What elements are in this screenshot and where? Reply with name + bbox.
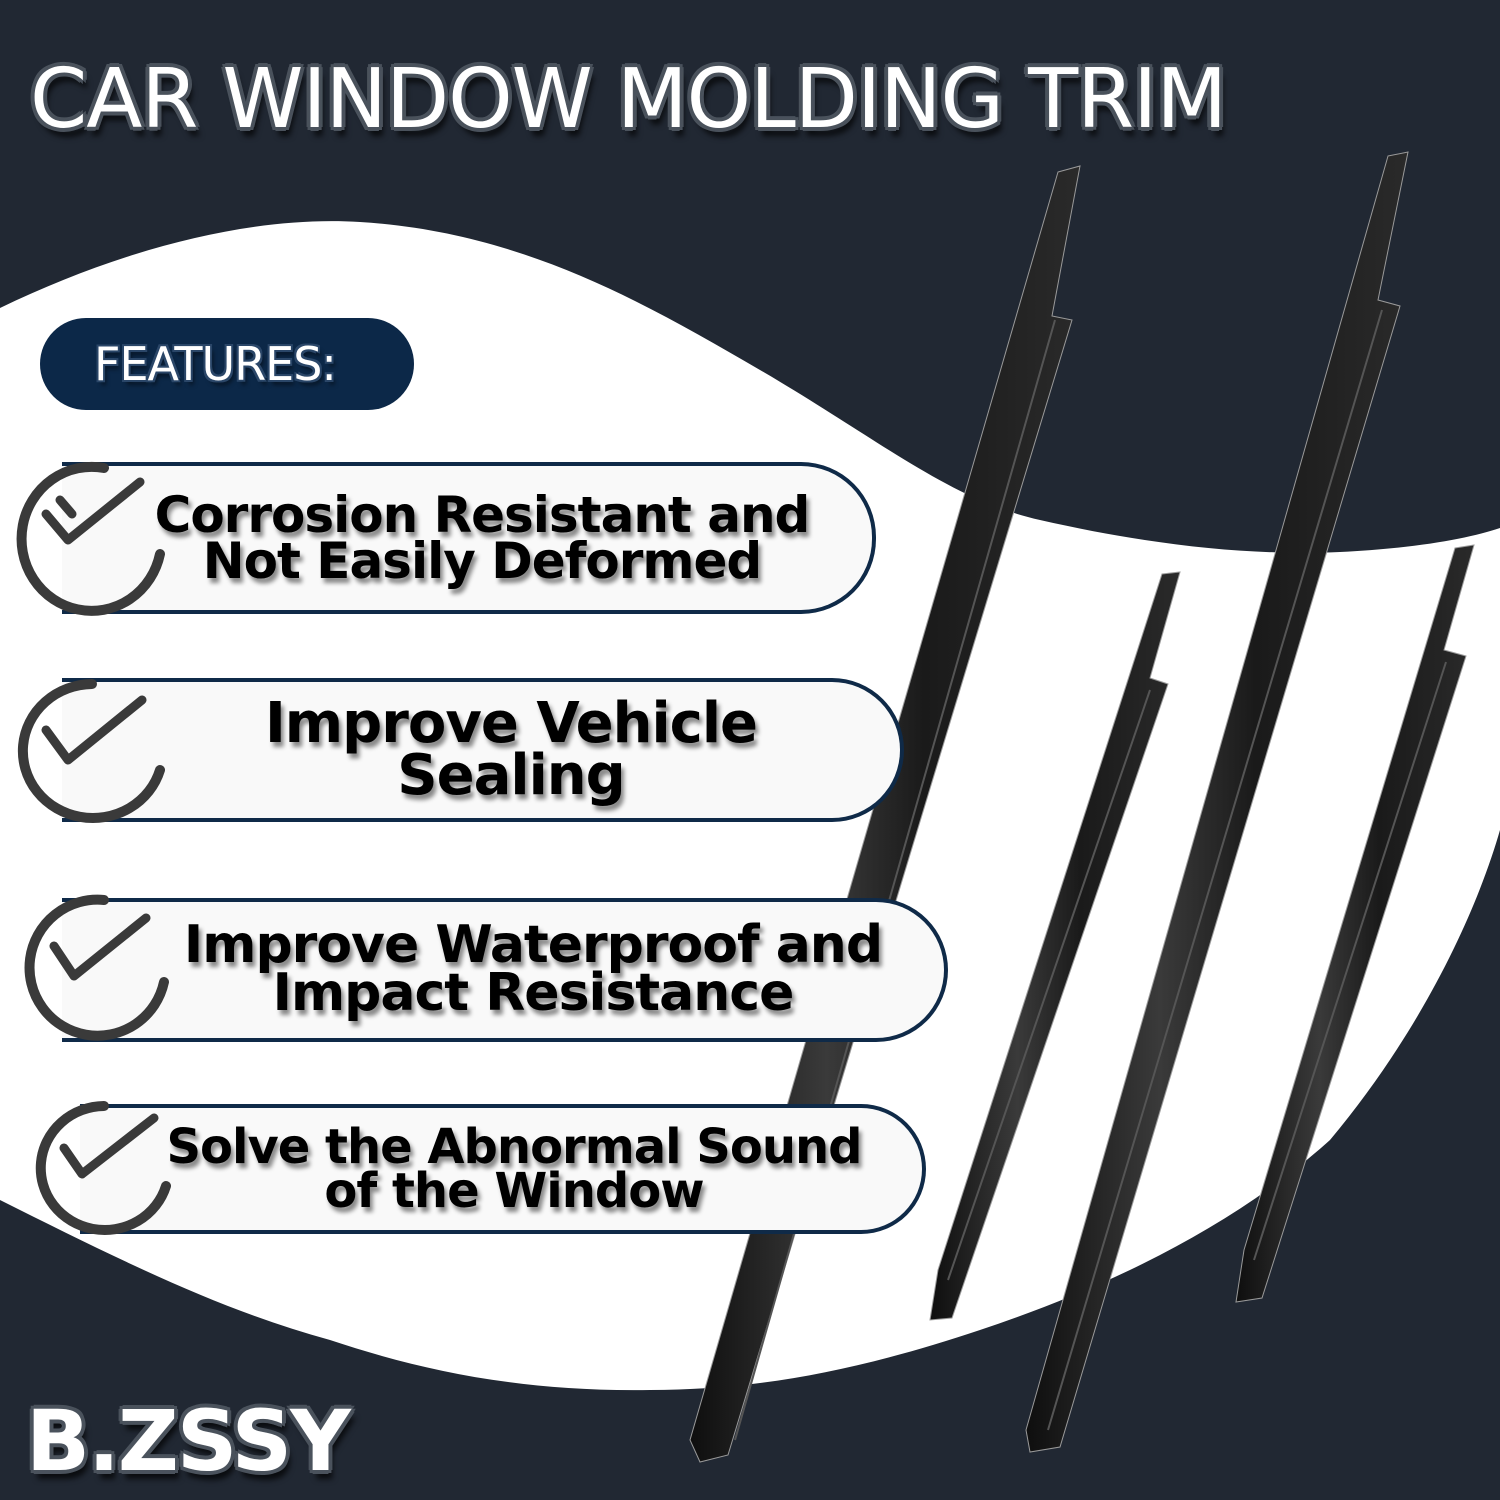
feature-card-abnormal-sound: Solve the Abnormal Sound of the Window — [80, 1104, 926, 1234]
check-circle-icon — [35, 1101, 171, 1235]
check-circle-icon — [24, 894, 169, 1041]
feature-text: Solve the Abnormal Sound of the Window — [166, 1118, 862, 1219]
page-title: CAR WINDOW MOLDING TRIM — [30, 52, 1227, 147]
feature-card-vehicle-sealing: Improve Vehicle Sealing — [62, 678, 904, 822]
feature-text: Improve Vehicle Sealing — [264, 691, 758, 808]
feature-text: Improve Waterproof and Impact Resistance — [183, 915, 883, 1023]
check-circle-icon — [16, 461, 165, 616]
feature-text: Corrosion Resistant and Not Easily Defor… — [154, 486, 811, 590]
check-circle-icon — [17, 679, 165, 823]
brand-logo: B.ZSSY — [26, 1392, 351, 1490]
features-heading: FEATURES: — [94, 337, 337, 391]
features-heading-badge: FEATURES: — [40, 318, 414, 410]
feature-card-corrosion-resistant: Corrosion Resistant and Not Easily Defor… — [62, 462, 876, 614]
feature-card-waterproof-impact: Improve Waterproof and Impact Resistance — [62, 898, 948, 1042]
